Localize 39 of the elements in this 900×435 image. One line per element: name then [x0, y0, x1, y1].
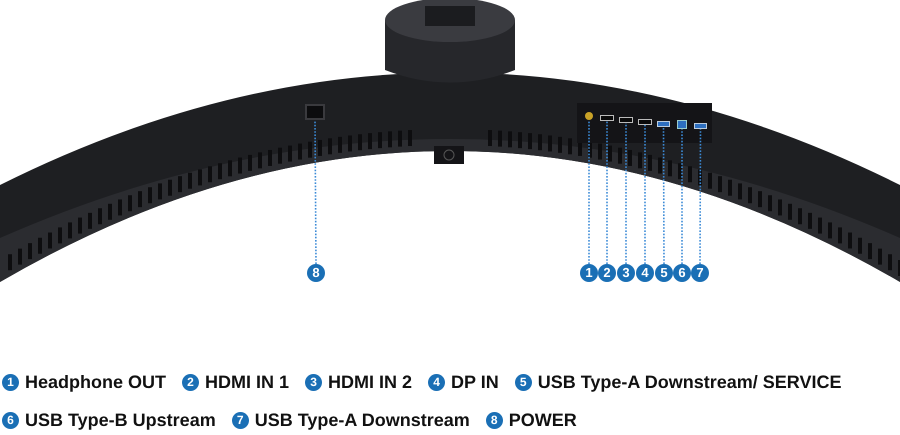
port-name: POWER: [508, 410, 577, 431]
callout-number: 7: [232, 412, 249, 429]
leader-line: [588, 120, 590, 264]
port-name: HDMI IN 2: [328, 372, 412, 393]
callout-number: 1: [2, 374, 19, 391]
leader-line: [314, 120, 317, 264]
callout-number: 7: [691, 264, 709, 282]
callout-number: 3: [617, 264, 635, 282]
callout-number: 8: [307, 264, 325, 282]
port-name: USB Type-A Downstream: [254, 410, 470, 431]
callout-number: 4: [636, 264, 654, 282]
callout-number: 2: [598, 264, 616, 282]
leader-line: [625, 123, 627, 264]
port-name: Headphone OUT: [25, 372, 166, 393]
displayport-port: [638, 119, 652, 125]
callout-number: 5: [514, 374, 532, 391]
usb-port: [657, 121, 670, 127]
callout-number: 6: [673, 264, 691, 282]
leader-line: [662, 127, 665, 264]
port-name: DP IN: [451, 372, 499, 393]
callout-number: 1: [580, 264, 598, 282]
leader-line: [644, 125, 646, 264]
usb-port: [677, 120, 687, 129]
hdmi-port: [600, 115, 614, 121]
callout-number: 8: [486, 412, 503, 429]
callout-number: 6: [2, 412, 19, 429]
port-name: USB Type-A Downstream/ SERVICE: [538, 372, 842, 393]
callout-number: 2: [182, 374, 200, 391]
leader-line: [606, 121, 608, 264]
callout-number: 4: [428, 374, 446, 391]
leader-line: [699, 129, 702, 264]
power-socket: [305, 104, 325, 120]
callout-number: 3: [305, 374, 322, 391]
usb-port: [694, 123, 707, 129]
port-name: HDMI IN 1: [205, 372, 290, 393]
hdmi-port: [619, 117, 633, 123]
callout-number: 5: [655, 264, 673, 282]
port-name: USB Type-B Upstream: [25, 410, 216, 431]
leader-line: [681, 129, 683, 264]
